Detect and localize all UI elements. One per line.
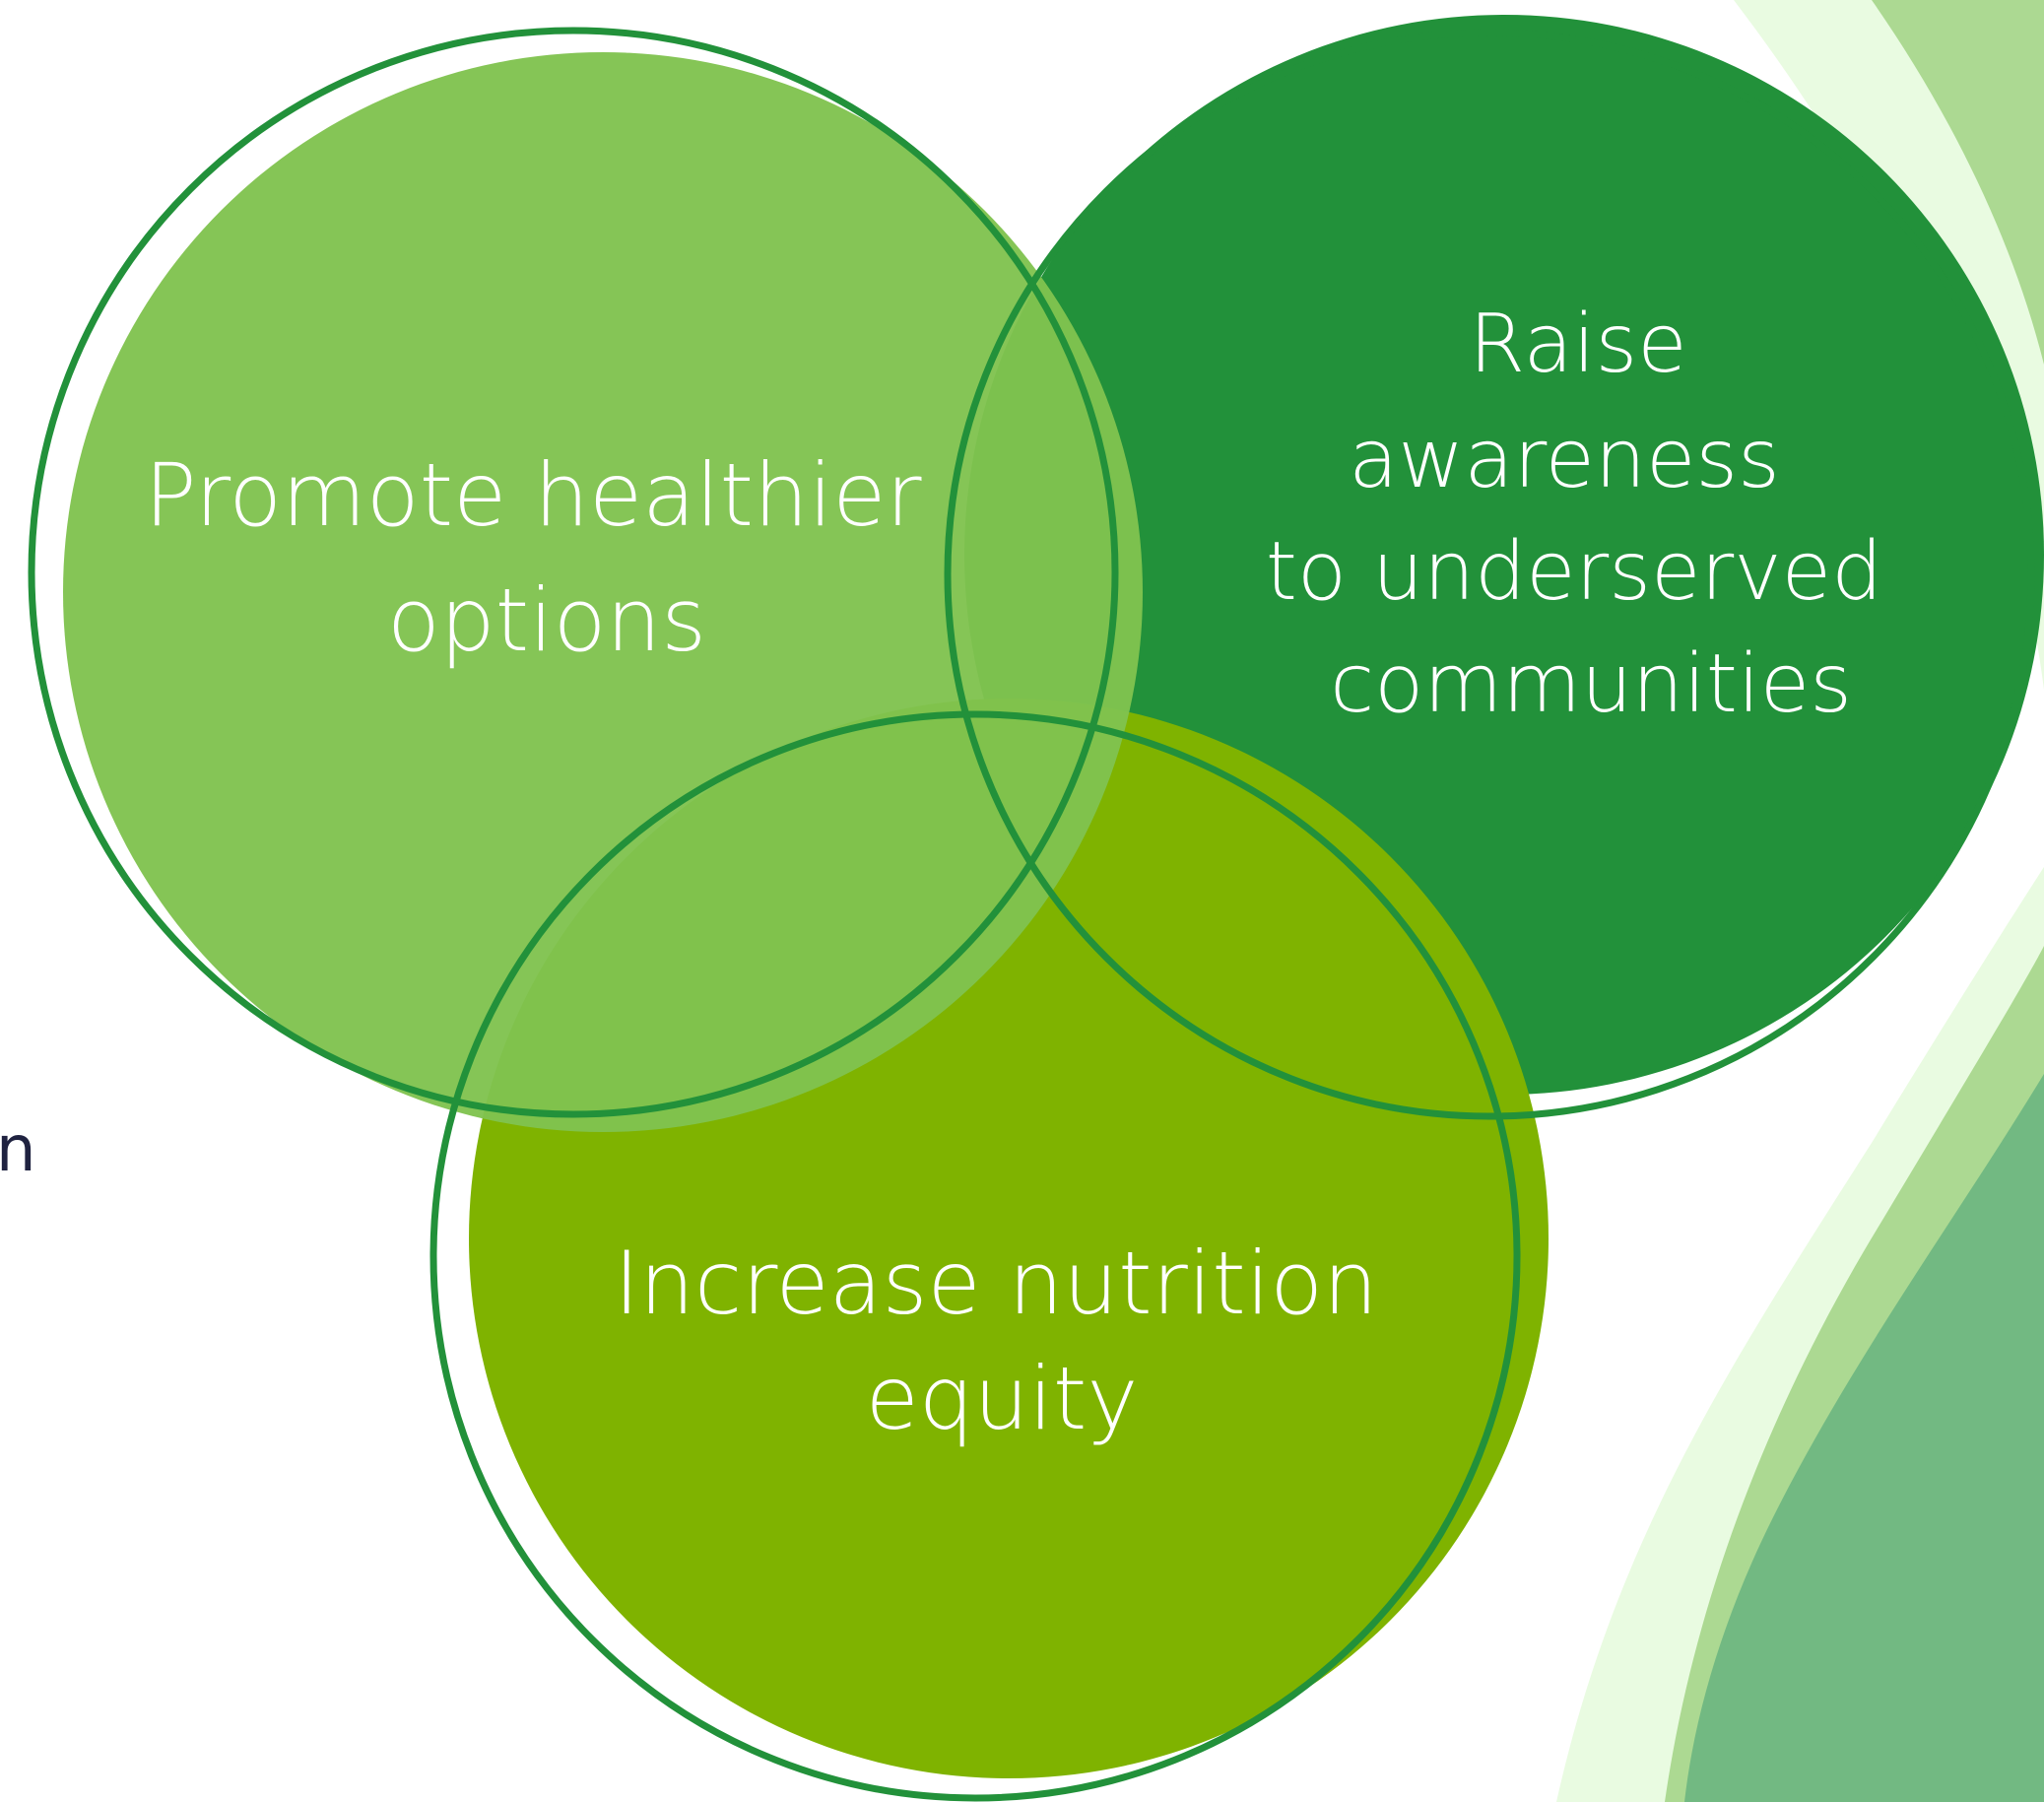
raise-label-line-1: Raise	[1469, 298, 1686, 391]
raise-label: Raise awareness to underserved communiti…	[1266, 298, 1909, 731]
left-edge-text-fragment: n	[0, 1113, 36, 1186]
raise-label-line-2: awareness	[1349, 413, 1780, 506]
raise-label-line-4: communities	[1330, 637, 1852, 731]
promote-label-line-1: Promote healthier	[144, 444, 922, 546]
promote-label-line-2: options	[387, 569, 706, 671]
increase-label-line-2: equity	[866, 1348, 1139, 1449]
promote-label: Promote healthier options	[144, 444, 949, 671]
promote-healthier-circle	[63, 52, 1143, 1132]
increase-label: Increase nutrition equity	[614, 1233, 1406, 1449]
increase-outline-ring	[429, 710, 1521, 1802]
promote-outline-ring	[28, 27, 1119, 1118]
raise-outline-ring	[944, 29, 2035, 1120]
increase-label-line-1: Increase nutrition	[614, 1233, 1378, 1334]
background-waves	[1556, 0, 2044, 1802]
wave-dark	[1684, 1074, 2044, 1802]
raise-label-line-3: to underserved	[1266, 525, 1882, 619]
circle-outlines	[28, 27, 2035, 1802]
